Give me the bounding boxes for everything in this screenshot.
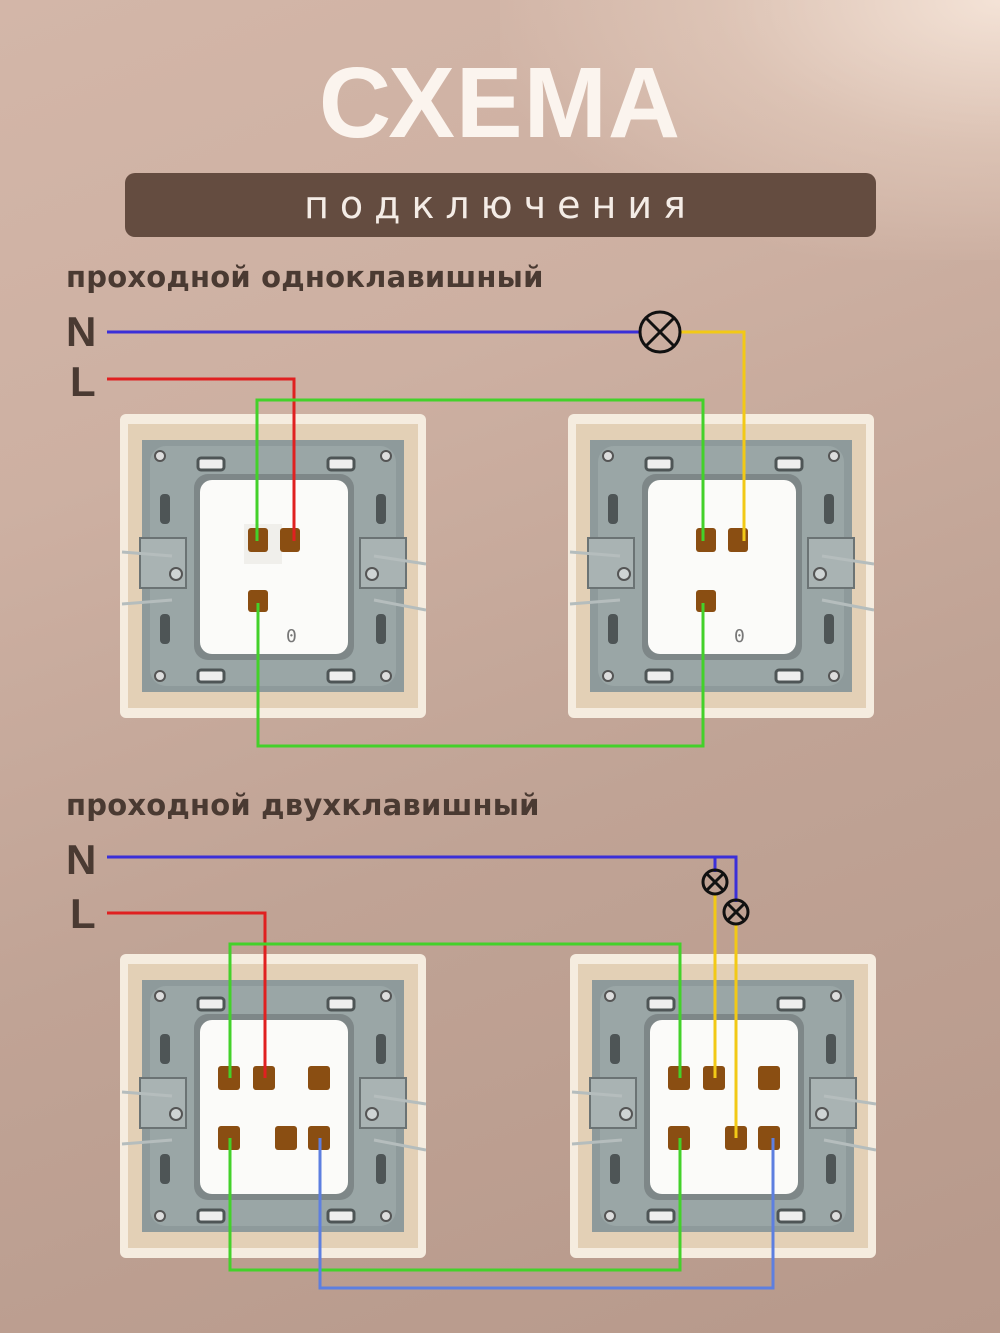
section-title-single: проходной одноклавишный xyxy=(66,260,544,294)
subtitle-text: подключения xyxy=(304,183,697,227)
neutral-wire-2 xyxy=(107,855,738,902)
traveler-wire-top-1 xyxy=(255,398,705,541)
traveler-wire-blue-2 xyxy=(318,1138,775,1290)
switch-single-left: 0 xyxy=(120,414,426,718)
svg-text:0: 0 xyxy=(286,626,297,647)
subtitle-banner: подключения xyxy=(125,173,876,237)
lamp-wire-1 xyxy=(680,330,746,541)
lamp-icon-1 xyxy=(638,310,682,354)
neutral-label-1: N xyxy=(66,308,97,355)
traveler-wire-bottom-1 xyxy=(256,603,705,748)
traveler-wire-bottom-2 xyxy=(228,1138,682,1272)
lamp-icon-2a xyxy=(701,868,729,896)
traveler-wire-top-2 xyxy=(228,942,682,1078)
live-label-1: L xyxy=(70,358,96,405)
section-title-double: проходной двухклавишный xyxy=(66,788,540,822)
live-wire-2 xyxy=(107,911,267,1078)
neutral-label-2: N xyxy=(66,836,97,883)
lamp-icon-2b xyxy=(722,898,750,926)
svg-text:0: 0 xyxy=(734,626,745,647)
page-title: СХЕМА xyxy=(318,47,682,159)
live-label-2: L xyxy=(70,890,96,937)
live-wire-1 xyxy=(107,377,296,541)
